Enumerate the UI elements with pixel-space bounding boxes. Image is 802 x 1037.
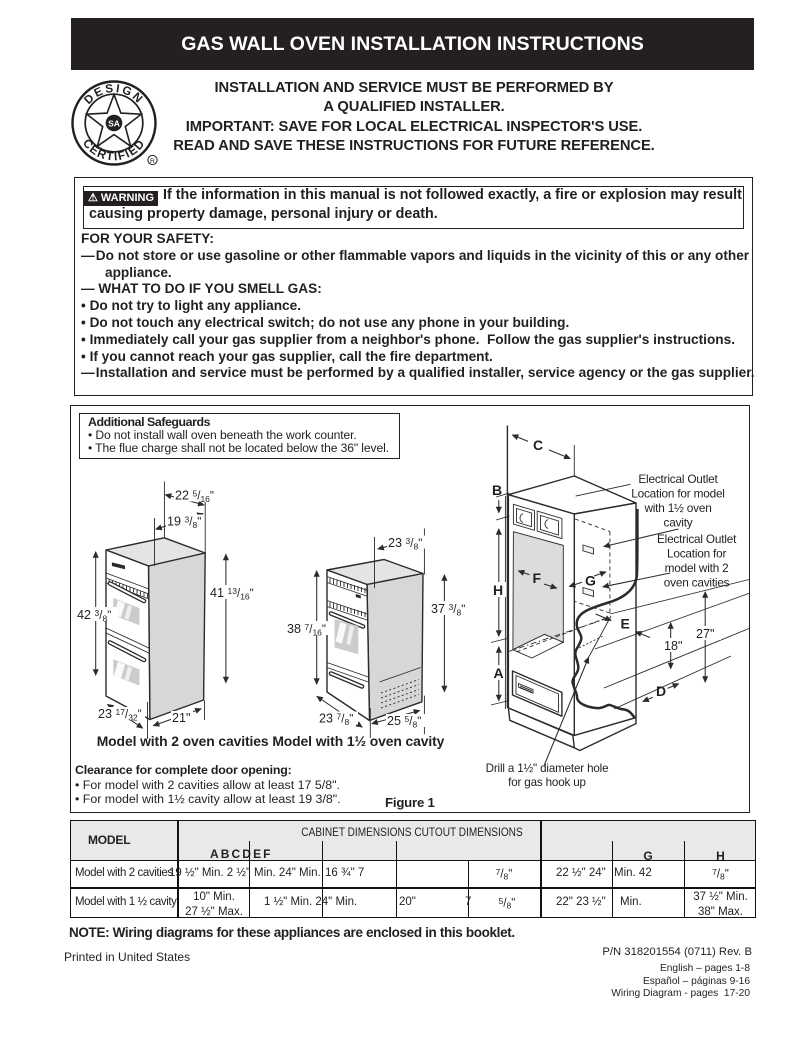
svg-text:23 3/8": 23 3/8" bbox=[388, 536, 422, 552]
svg-text:SA: SA bbox=[108, 118, 120, 128]
svg-text:38 7/16": 38 7/16" bbox=[287, 622, 326, 638]
svg-text:25 5/8": 25 5/8" bbox=[387, 714, 421, 730]
svg-text:D: D bbox=[656, 683, 666, 699]
svg-text:42 3/8": 42 3/8" bbox=[77, 608, 111, 624]
svg-text:B: B bbox=[492, 482, 502, 498]
svg-text:Electrical Outlet: Electrical Outlet bbox=[638, 472, 718, 486]
svg-text:Location for: Location for bbox=[667, 547, 727, 561]
svg-text:22 5/16": 22 5/16" bbox=[175, 488, 214, 504]
svg-text:oven cavities: oven cavities bbox=[664, 576, 730, 590]
svg-text:with 1½ oven: with 1½ oven bbox=[643, 501, 711, 515]
svg-text:A: A bbox=[494, 665, 504, 681]
svg-text:F: F bbox=[533, 570, 542, 586]
svg-text:Location for model: Location for model bbox=[631, 487, 724, 501]
svg-text:41 13/16": 41 13/16" bbox=[210, 586, 254, 602]
svg-text:R: R bbox=[150, 158, 155, 165]
svg-text:19 3/8": 19 3/8" bbox=[167, 514, 201, 530]
svg-text:Electrical Outlet: Electrical Outlet bbox=[657, 532, 737, 546]
svg-text:C: C bbox=[533, 437, 543, 453]
svg-text:21": 21" bbox=[172, 711, 190, 725]
svg-text:cavity: cavity bbox=[664, 516, 693, 530]
svg-text:23 17/32": 23 17/32" bbox=[98, 707, 142, 723]
svg-text:G: G bbox=[585, 573, 596, 589]
svg-text:18": 18" bbox=[664, 639, 682, 653]
svg-text:37 3/8": 37 3/8" bbox=[431, 602, 465, 618]
svg-text:23 7/8": 23 7/8" bbox=[319, 711, 353, 727]
svg-text:E: E bbox=[621, 616, 630, 632]
svg-text:H: H bbox=[493, 582, 503, 598]
svg-text:model with 2: model with 2 bbox=[665, 561, 729, 575]
svg-text:27": 27" bbox=[696, 627, 714, 641]
